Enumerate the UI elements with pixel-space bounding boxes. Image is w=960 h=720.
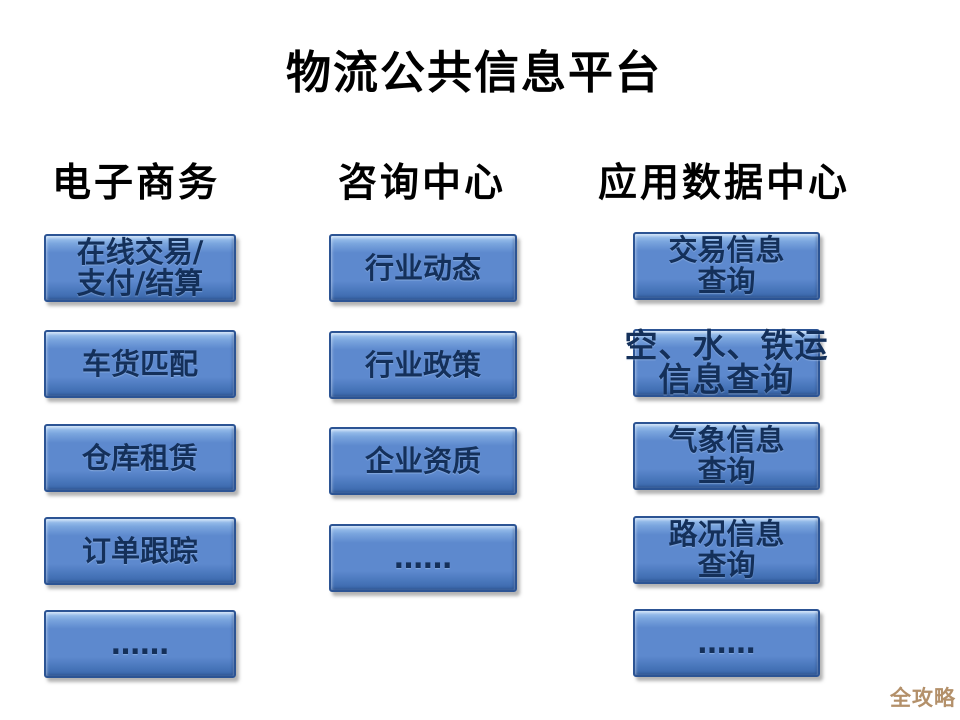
feature-box-label: 查询	[697, 454, 756, 488]
feature-box: 交易信息查询	[633, 232, 820, 300]
feature-box: 仓库租赁	[44, 424, 236, 492]
feature-box: 路况信息查询	[633, 516, 820, 584]
feature-box-label: 空、水、铁运	[624, 326, 829, 365]
feature-box-label: 路况信息	[668, 517, 785, 551]
feature-box: 气象信息查询	[633, 422, 820, 490]
column-header: 应用数据中心	[598, 161, 851, 206]
feature-box-label: 仓库租赁	[81, 440, 198, 475]
feature-box-label: 车货匹配	[81, 346, 198, 381]
feature-box: 车货匹配	[44, 330, 236, 398]
feature-box-label: 在线交易/	[76, 235, 204, 269]
feature-box-label: 行业动态	[364, 250, 481, 285]
feature-box-label: ……	[394, 540, 452, 575]
feature-box-label: 交易信息	[668, 233, 785, 267]
feature-box-label: 查询	[697, 264, 756, 298]
feature-box: 在线交易/支付/结算	[44, 234, 236, 302]
feature-box-label: 气象信息	[668, 423, 785, 457]
feature-box: ……	[633, 609, 820, 677]
feature-box: ……	[329, 524, 517, 592]
feature-box-label: ……	[697, 625, 756, 660]
feature-box-label: ……	[111, 626, 169, 661]
feature-box-label: 订单跟踪	[81, 533, 198, 568]
feature-box: 订单跟踪	[44, 517, 236, 585]
feature-box-label: 支付/结算	[76, 266, 204, 300]
feature-box-label: 查询	[697, 548, 756, 582]
column-header: 咨询中心	[338, 161, 507, 206]
page-title: 物流公共信息平台	[285, 46, 662, 99]
column-header: 电子商务	[52, 161, 221, 206]
feature-box: 空、水、铁运信息查询	[625, 329, 828, 399]
feature-box: ……	[44, 610, 236, 678]
feature-box-label: 信息查询	[658, 360, 795, 399]
watermark: 全攻略	[890, 686, 956, 710]
feature-box: 企业资质	[329, 427, 517, 495]
feature-box-label: 企业资质	[364, 443, 481, 478]
feature-box-label: 行业政策	[364, 347, 481, 382]
feature-box: 行业政策	[329, 331, 517, 399]
feature-box: 行业动态	[329, 234, 517, 302]
